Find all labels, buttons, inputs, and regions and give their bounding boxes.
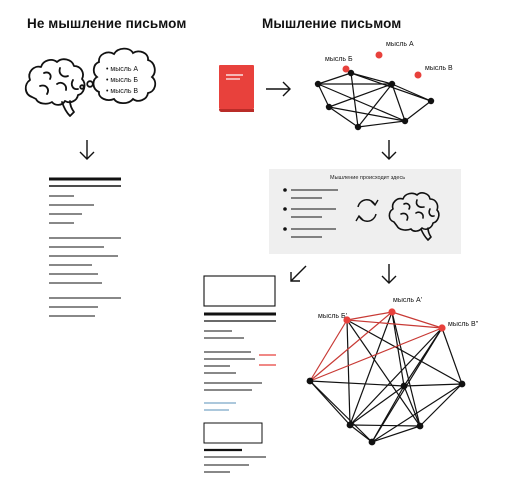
arrow-right-icon [266,81,291,97]
thought-bubble-icon [79,47,157,105]
red-book-icon [219,65,254,112]
brain-icon [24,58,86,117]
thought-a2-label: мысль А' [393,297,423,304]
thought-c-label: мысль В [425,65,453,72]
unstructured-notes [49,177,121,317]
bottom-network-nodes [306,377,466,446]
bubble-thought-b: • мысль Б [106,77,139,84]
top-network-nodes [314,69,435,131]
bottom-network-red [309,311,443,382]
box-bullets [283,188,338,238]
thought-c2-label: мысль В'' [448,321,479,328]
left-title: Не мышление письмом [27,16,187,31]
floating-thoughts [342,51,422,79]
thought-a-label: мысль А [386,41,414,48]
top-network [317,72,432,128]
bubble-thought-c: • мысль В [106,88,139,95]
right-title: Мышление письмом [262,16,402,31]
brain-icon [388,192,440,241]
thought-b-label: мысль Б [325,56,353,63]
thought-b2-label: мысль Б' [318,313,347,320]
structured-document [203,275,276,473]
arrow-down-icon [381,140,397,160]
arrow-down-icon [79,140,95,160]
arrow-down-icon [381,264,397,284]
bottom-network-thought-nodes [343,308,446,332]
bubble-thought-a: • мысль А [106,66,139,73]
cycle-arrows-icon [355,199,379,222]
arrow-down-left-icon [290,265,307,282]
thinking-box-label: Мышление происходит здесь [330,175,406,181]
bottom-network-black [309,311,463,443]
